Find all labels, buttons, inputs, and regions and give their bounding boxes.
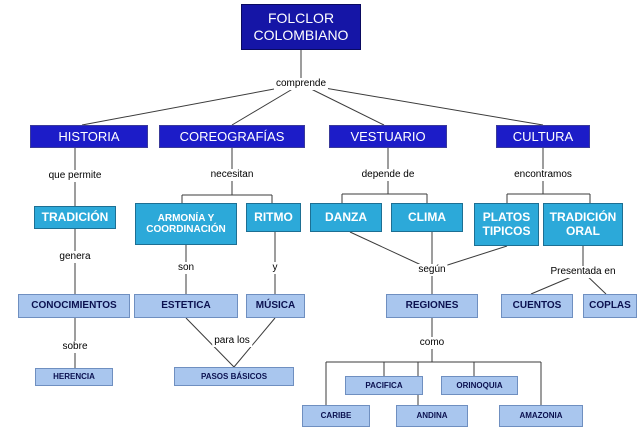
node-danza-label: DANZA [325, 209, 367, 224]
node-amazonia-label: AMAZONIA [519, 411, 563, 421]
node-herencia: HERENCIA [35, 368, 113, 386]
node-platos-tipicos-label: PLATOS TIPICOS [482, 209, 531, 238]
node-ritmo: RITMO [246, 203, 301, 232]
link-presentada-en: Presentada en [548, 266, 618, 278]
node-pacifica-label: PACIFICA [365, 380, 403, 390]
link-encontramos: encontramos [512, 169, 574, 181]
node-tradicion-oral-label: TRADICIÓN ORAL [549, 209, 617, 238]
node-regiones-label: REGIONES [405, 300, 459, 312]
node-estetica: ESTETICA [134, 294, 238, 318]
link-como: como [417, 337, 447, 349]
node-estetica-label: ESTETICA [161, 300, 211, 312]
category-historia: HISTORIA [30, 125, 148, 148]
node-coplas-label: COPLAS [589, 300, 631, 312]
node-musica: MÚSICA [246, 294, 305, 318]
link-necesitan: necesitan [208, 169, 256, 181]
category-coreografias-label: COREOGRAFÍAS [179, 129, 285, 144]
node-cuentos: CUENTOS [501, 294, 573, 318]
root-node-label: FOLCLOR COLOMBIANO [253, 10, 349, 43]
node-andina: ANDINA [396, 405, 468, 427]
node-regiones: REGIONES [386, 294, 478, 318]
node-tradicion: TRADICIÓN [34, 206, 116, 229]
link-que-permite: que permite [46, 170, 104, 182]
node-tradicion-label: TRADICIÓN [41, 209, 109, 224]
category-historia-label: HISTORIA [58, 129, 120, 144]
node-platos-tipicos: PLATOS TIPICOS [474, 203, 539, 246]
node-armonia-coordinacion: ARMONÍA Y COORDINACIÓN [135, 203, 237, 245]
link-son: son [175, 262, 197, 274]
link-genera: genera [57, 251, 93, 263]
node-cuentos-label: CUENTOS [512, 300, 562, 312]
node-danza: DANZA [310, 203, 382, 232]
node-herencia-label: HERENCIA [53, 372, 95, 382]
node-andina-label: ANDINA [416, 411, 448, 421]
category-coreografias: COREOGRAFÍAS [159, 125, 305, 148]
link-segun: según [416, 264, 448, 276]
link-comprende: comprende [273, 78, 329, 90]
node-coplas: COPLAS [583, 294, 637, 318]
category-vestuario: VESTUARIO [329, 125, 447, 148]
node-tradicion-oral: TRADICIÓN ORAL [543, 203, 623, 246]
root-node-folclor-colombiano: FOLCLOR COLOMBIANO [241, 4, 361, 50]
category-vestuario-label: VESTUARIO [350, 129, 426, 144]
node-conocimientos: CONOCIMIENTOS [18, 294, 130, 318]
node-orinoquia-label: ORINOQUIA [456, 380, 503, 390]
node-caribe-label: CARIBE [320, 411, 352, 421]
node-pacifica: PACIFICA [345, 376, 423, 395]
category-cultura: CULTURA [496, 125, 590, 148]
node-ritmo-label: RITMO [254, 209, 293, 224]
link-y: y [270, 262, 280, 274]
node-armonia-coordinacion-label: ARMONÍA Y COORDINACIÓN [146, 212, 226, 236]
node-caribe: CARIBE [302, 405, 370, 427]
node-clima: CLIMA [391, 203, 463, 232]
node-pasos-basicos-label: PASOS BÁSICOS [200, 371, 268, 381]
node-conocimientos-label: CONOCIMIENTOS [31, 300, 117, 312]
link-para-los: para los [212, 335, 252, 347]
link-sobre: sobre [60, 341, 90, 353]
category-cultura-label: CULTURA [512, 129, 574, 144]
node-clima-label: CLIMA [408, 209, 446, 224]
node-amazonia: AMAZONIA [499, 405, 583, 427]
node-musica-label: MÚSICA [255, 300, 296, 312]
link-depende-de: depende de [359, 169, 417, 181]
node-pasos-basicos: PASOS BÁSICOS [174, 367, 294, 386]
node-orinoquia: ORINOQUIA [441, 376, 518, 395]
